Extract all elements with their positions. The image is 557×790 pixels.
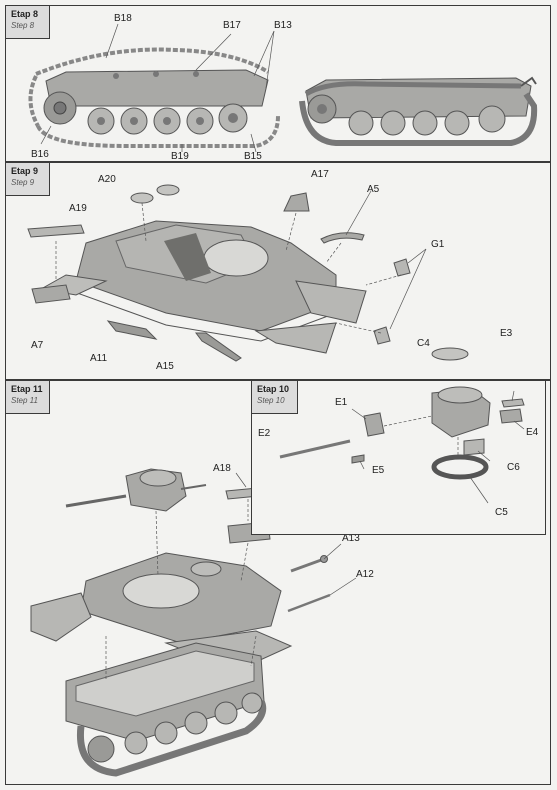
part-label-E1: E1 (335, 397, 348, 408)
part-label-B17: B17 (223, 20, 241, 31)
part-label-A20: A20 (98, 174, 116, 185)
part-C5 (431, 454, 489, 480)
part-A5 (320, 232, 365, 244)
part-label-G1: G1 (431, 239, 445, 250)
part-A12 (287, 593, 331, 613)
step-11-illustration (30, 468, 357, 777)
part-label-C6: C6 (507, 462, 520, 473)
part-E1 (363, 412, 385, 437)
part-A15 (195, 332, 242, 362)
part-label-C4: C4 (417, 338, 430, 349)
part-A11 (106, 320, 158, 340)
step-8-subtitle: Step 8 (11, 21, 35, 30)
part-label-E4: E4 (526, 427, 539, 438)
step-8-panel: Etap 8 Step 8 (5, 5, 551, 162)
part-label-B15: B15 (244, 151, 262, 162)
part-E5 (351, 454, 365, 464)
part-label-A18: A18 (213, 463, 231, 474)
step-9-panel: Etap 9 Step 9 (5, 162, 551, 380)
part-A20-b (156, 184, 180, 196)
track-assembly-exploded (28, 47, 280, 148)
part-label-E2: E2 (258, 428, 271, 439)
part-A7 (31, 284, 71, 304)
step-10-subtitle: Step 10 (257, 396, 285, 405)
part-label-A11: A11 (90, 353, 108, 364)
part-label-B18: B18 (114, 13, 132, 24)
lower-hull-assembly (65, 642, 267, 777)
part-A20-a (130, 192, 154, 204)
part-label-C5: C5 (495, 507, 508, 518)
step-10-illustration (279, 386, 525, 504)
track-assembly-completed (299, 76, 538, 146)
part-E4 (499, 408, 523, 424)
turret-assembly (65, 468, 207, 512)
part-label-B13: B13 (274, 20, 292, 31)
step-10-panel: Etap 10 Step 10 (251, 380, 546, 535)
step-9-illustration (27, 184, 427, 362)
part-E2 (279, 439, 351, 459)
part-G1-a (393, 258, 411, 277)
part-A13 (290, 557, 325, 573)
part-label-A15: A15 (156, 361, 174, 372)
step-8-header: Etap 8 Step 8 (6, 6, 50, 39)
part-label-E5: E5 (372, 465, 385, 476)
part-label-B16: B16 (31, 149, 49, 160)
step-11-panel: Etap 11 Step 11 (5, 380, 551, 785)
step-8-title: Etap 8 (11, 9, 39, 19)
upper-hull-assembly (30, 552, 293, 672)
part-label-E3: E3 (500, 328, 513, 339)
part-label-B19: B19 (171, 151, 189, 162)
step-8-illustration (28, 23, 538, 153)
step-10-title: Etap 10 (257, 384, 290, 394)
part-label-A5: A5 (367, 184, 380, 195)
part-A17 (283, 192, 310, 212)
turret-body (431, 386, 491, 438)
part-E3 (501, 398, 525, 408)
step-11-header: Etap 11 Step 11 (6, 381, 50, 414)
part-G1-b (373, 326, 391, 345)
part-A19 (27, 224, 85, 238)
step-11-title: Etap 11 (11, 384, 43, 394)
step-9-header: Etap 9 Step 9 (6, 163, 50, 196)
part-C6 (463, 438, 485, 456)
part-label-A17: A17 (311, 169, 329, 180)
step-9-title: Etap 9 (11, 166, 39, 176)
step-11-subtitle: Step 11 (11, 396, 38, 405)
step-9-subtitle: Step 9 (11, 178, 35, 187)
part-label-A13: A13 (342, 533, 360, 544)
step-10-header: Etap 10 Step 10 (252, 381, 298, 414)
part-label-A7: A7 (31, 340, 44, 351)
part-label-A12: A12 (356, 569, 374, 580)
part-label-A19: A19 (69, 203, 87, 214)
